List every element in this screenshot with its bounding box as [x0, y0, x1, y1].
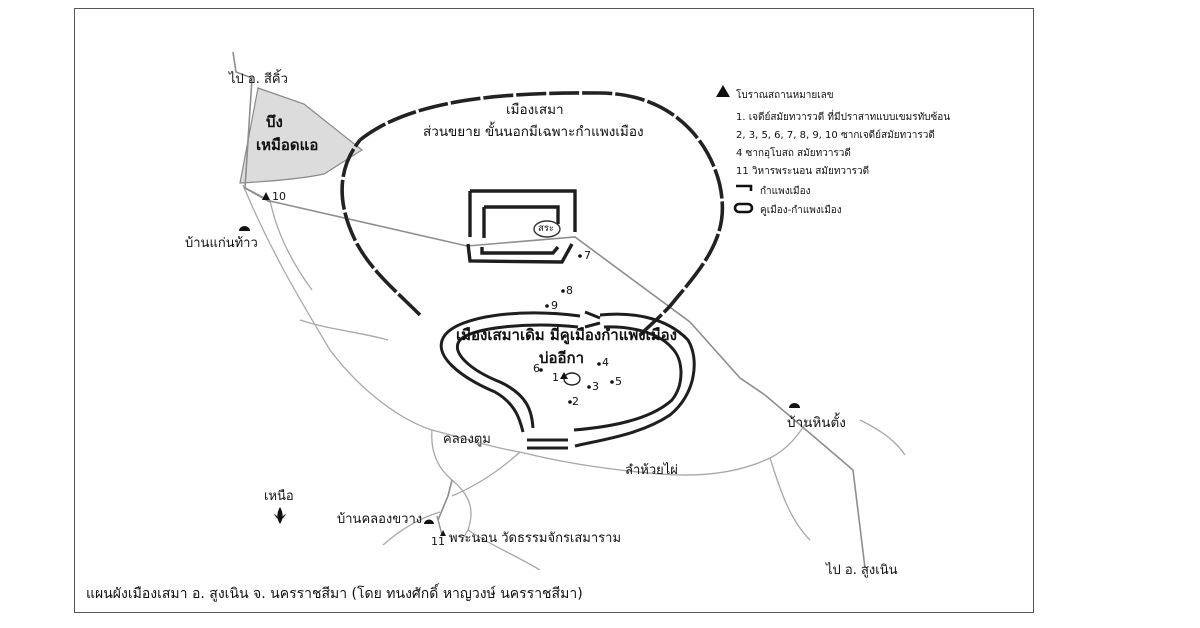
legend-title: โบราณสถานหมายเลข	[736, 90, 834, 101]
site-10-label: 10	[272, 190, 286, 203]
to-sung-noen-label: ไป อ. สูงเนิน	[826, 563, 898, 578]
bueng-label-2: เหมือดแอ	[256, 136, 319, 154]
ban-hin-tang-label: บ้านหินตั้ง	[787, 415, 846, 431]
ban-kaen-thao-label: บ้านแก่นท้าว	[185, 236, 258, 251]
road-to-site-11	[436, 515, 443, 536]
mueang-sema-label: เมืองเสมา	[506, 102, 564, 118]
legend-item-3: 4 ซากอุโบสถ สมัยทวารวดี	[736, 148, 851, 159]
phra-non-label: พระนอน วัดธรรมจักรเสมาราม	[449, 531, 622, 546]
lam-huai-phai-label: ลำห้วยไผ่	[625, 463, 678, 478]
site-7-label: 7	[584, 249, 591, 262]
bueng-label-1: บึง	[266, 113, 283, 131]
extension-label: ส่วนขยาย ขั้นนอกมีเฉพาะกำแพงเมือง	[423, 124, 644, 140]
site-4-label: 4	[602, 356, 609, 369]
site-9-label: 9	[551, 299, 558, 312]
village-icons	[239, 226, 800, 524]
legend-item-2: 2, 3, 5, 6, 7, 8, 9, 10 ซากเจดีย์สมัยทวา…	[736, 130, 935, 141]
site-8-label: 8	[566, 284, 573, 297]
legend-item-4: 11 วิหารพระนอน สมัยทวารวดี	[736, 166, 870, 177]
north-label: เหนือ	[264, 489, 294, 504]
bo-ika-label: บ่ออีกา	[539, 349, 585, 367]
to-sikhio-label: ไป อ. สีคิ้ว	[229, 72, 288, 87]
site-11-triangle	[440, 530, 446, 536]
old-city-wall	[439, 310, 696, 450]
site-10-triangle	[262, 192, 270, 200]
map-frame	[74, 8, 1034, 613]
site-11-label: 11	[431, 535, 445, 548]
bueng-lake	[239, 87, 364, 184]
inner-square-wall	[466, 189, 577, 264]
site-3-label: 3	[592, 380, 599, 393]
legend-wall-symbol	[736, 184, 753, 191]
site-1-triangle	[560, 372, 568, 379]
legend-wall: กำแพงเมือง	[760, 186, 811, 197]
map-caption: แผนผังเมืองเสมา อ. สูงเนิน จ. นครราชสีมา…	[86, 586, 583, 602]
legend-item-1: 1. เจดีย์สมัยทวารวดี ที่มีปราสาทแบบเขมรท…	[736, 112, 951, 123]
khlong-tum-label: คลองตูม	[443, 432, 491, 447]
sa-pond	[533, 220, 561, 238]
site-6-label: 6	[533, 362, 540, 375]
legend-moat-wall: คูเมือง-กำแพงเมือง	[760, 205, 842, 216]
legend-moat-symbol	[733, 202, 754, 214]
site-5-label: 5	[615, 375, 622, 388]
site-2-label: 2	[572, 395, 579, 408]
site-1-label: 1	[552, 371, 559, 384]
old-city-label: เมืองเสมาเดิม มีคูเมืองกำแพงเมือง	[456, 326, 677, 344]
outer-city-wall	[340, 91, 725, 337]
ban-khlong-khwang-label: บ้านคลองขวาง	[337, 512, 423, 527]
legend-triangle	[716, 85, 730, 97]
north-arrow-icon	[274, 507, 286, 524]
site-dots	[539, 254, 614, 404]
sa-label: สระ	[538, 223, 555, 234]
